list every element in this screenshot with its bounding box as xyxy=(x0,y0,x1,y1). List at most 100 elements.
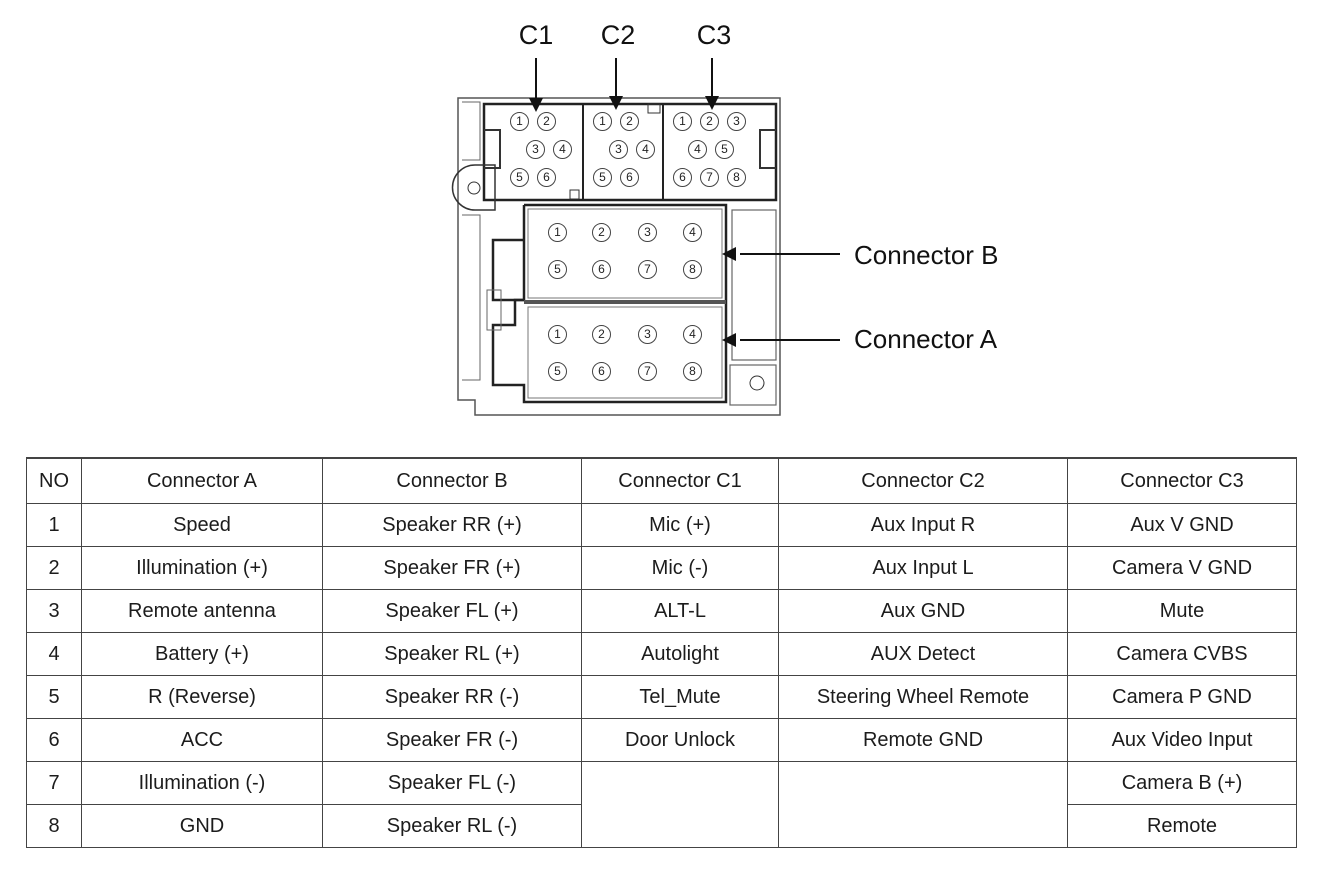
cell-connector-b: Speaker FL (+) xyxy=(322,589,582,633)
cell-connector-c1-empty xyxy=(581,761,779,848)
cell-no: 5 xyxy=(26,675,82,719)
cell-connector-a: Illumination (-) xyxy=(81,761,323,805)
pin-a-6: 6 xyxy=(592,362,611,381)
pin-b-7: 7 xyxy=(638,260,657,279)
pin-c1-3: 3 xyxy=(526,140,545,159)
cell-connector-b: Speaker RL (-) xyxy=(322,804,582,848)
header-connector-a: Connector A xyxy=(81,457,323,504)
pin-b-2: 2 xyxy=(592,223,611,242)
cell-connector-c1: ALT-L xyxy=(581,589,779,633)
pin-c1-2: 2 xyxy=(537,112,556,131)
cell-connector-c2-empty xyxy=(778,761,1068,848)
pin-b-5: 5 xyxy=(548,260,567,279)
cell-connector-c2: Aux Input R xyxy=(778,503,1068,547)
table-row: 4 Battery (+) Speaker RL (+) Autolight A… xyxy=(26,632,1297,676)
cell-connector-a: R (Reverse) xyxy=(81,675,323,719)
pin-b-4: 4 xyxy=(683,223,702,242)
pin-b-1: 1 xyxy=(548,223,567,242)
pin-c3-3: 3 xyxy=(727,112,746,131)
label-connector-a: Connector A xyxy=(854,324,998,354)
cell-connector-b: Speaker RR (-) xyxy=(322,675,582,719)
pin-a-1: 1 xyxy=(548,325,567,344)
label-c3: C3 xyxy=(696,20,732,50)
pin-c3-5: 5 xyxy=(715,140,734,159)
table-row: 3 Remote antenna Speaker FL (+) ALT-L Au… xyxy=(26,589,1297,633)
pin-c3-4: 4 xyxy=(688,140,707,159)
cell-connector-c2: AUX Detect xyxy=(778,632,1068,676)
table-row: 1 Speed Speaker RR (+) Mic (+) Aux Input… xyxy=(26,503,1297,547)
cell-connector-c1: Tel_Mute xyxy=(581,675,779,719)
table-row: 6 ACC Speaker FR (-) Door Unlock Remote … xyxy=(26,718,1297,762)
cell-connector-c1: Door Unlock xyxy=(581,718,779,762)
cell-connector-a: Remote antenna xyxy=(81,589,323,633)
pin-b-8: 8 xyxy=(683,260,702,279)
pin-c1-1: 1 xyxy=(510,112,529,131)
pin-a-8: 8 xyxy=(683,362,702,381)
pin-a-2: 2 xyxy=(592,325,611,344)
pin-a-7: 7 xyxy=(638,362,657,381)
cell-connector-b: Speaker RL (+) xyxy=(322,632,582,676)
pin-c3-7: 7 xyxy=(700,168,719,187)
pin-c2-2: 2 xyxy=(620,112,639,131)
cell-connector-c1: Mic (+) xyxy=(581,503,779,547)
header-connector-c3: Connector C3 xyxy=(1067,457,1297,504)
cell-connector-c1: Mic (-) xyxy=(581,546,779,590)
cell-connector-c3: Remote xyxy=(1067,804,1297,848)
cell-connector-b: Speaker FR (-) xyxy=(322,718,582,762)
table-row: 8 GND Speaker RL (-) Remote xyxy=(26,804,1297,848)
cell-no: 1 xyxy=(26,503,82,547)
cell-connector-c3: Camera V GND xyxy=(1067,546,1297,590)
pin-a-4: 4 xyxy=(683,325,702,344)
cell-connector-c2: Aux GND xyxy=(778,589,1068,633)
cell-connector-c2: Aux Input L xyxy=(778,546,1068,590)
cell-connector-a: Speed xyxy=(81,503,323,547)
table-row: 2 Illumination (+) Speaker FR (+) Mic (-… xyxy=(26,546,1297,590)
header-connector-c2: Connector C2 xyxy=(778,457,1068,504)
pin-a-3: 3 xyxy=(638,325,657,344)
cell-connector-c3: Camera B (+) xyxy=(1067,761,1297,805)
cell-no: 2 xyxy=(26,546,82,590)
cell-connector-c3: Camera P GND xyxy=(1067,675,1297,719)
table-row: 5 R (Reverse) Speaker RR (-) Tel_Mute St… xyxy=(26,675,1297,719)
cell-no: 7 xyxy=(26,761,82,805)
cell-connector-c3: Aux V GND xyxy=(1067,503,1297,547)
cell-connector-c3: Aux Video Input xyxy=(1067,718,1297,762)
pin-c3-1: 1 xyxy=(673,112,692,131)
pin-c1-4: 4 xyxy=(553,140,572,159)
pin-c3-2: 2 xyxy=(700,112,719,131)
pin-c2-4: 4 xyxy=(636,140,655,159)
pin-a-5: 5 xyxy=(548,362,567,381)
pin-c2-1: 1 xyxy=(593,112,612,131)
cell-connector-c3: Mute xyxy=(1067,589,1297,633)
cell-connector-c2: Remote GND xyxy=(778,718,1068,762)
pin-c2-3: 3 xyxy=(609,140,628,159)
cell-connector-c1: Autolight xyxy=(581,632,779,676)
cell-no: 8 xyxy=(26,804,82,848)
cell-connector-a: GND xyxy=(81,804,323,848)
pin-c2-6: 6 xyxy=(620,168,639,187)
connector-housing-drawing xyxy=(451,58,840,416)
cell-connector-a: Illumination (+) xyxy=(81,546,323,590)
header-no: NO xyxy=(26,457,82,504)
pin-c3-6: 6 xyxy=(673,168,692,187)
pin-b-6: 6 xyxy=(592,260,611,279)
cell-connector-c3: Camera CVBS xyxy=(1067,632,1297,676)
label-c1: C1 xyxy=(518,20,554,50)
cell-no: 3 xyxy=(26,589,82,633)
cell-connector-a: ACC xyxy=(81,718,323,762)
label-connector-b: Connector B xyxy=(854,240,999,270)
cell-connector-b: Speaker FL (-) xyxy=(322,761,582,805)
table-row: 7 Illumination (-) Speaker FL (-) Camera… xyxy=(26,761,1297,848)
pin-c3-8: 8 xyxy=(727,168,746,187)
pin-c1-6: 6 xyxy=(537,168,556,187)
header-connector-c1: Connector C1 xyxy=(581,457,779,504)
pinout-table: NO Connector A Connector B Connector C1 … xyxy=(26,457,1297,848)
header-connector-b: Connector B xyxy=(322,457,582,504)
cell-connector-c2: Steering Wheel Remote xyxy=(778,675,1068,719)
connector-diagram: C1 C2 C3 Connector B Connector A 1 2 3 4… xyxy=(0,0,1320,430)
cell-connector-b: Speaker RR (+) xyxy=(322,503,582,547)
pin-c2-5: 5 xyxy=(593,168,612,187)
cell-connector-b: Speaker FR (+) xyxy=(322,546,582,590)
cell-connector-a: Battery (+) xyxy=(81,632,323,676)
label-c2: C2 xyxy=(600,20,636,50)
